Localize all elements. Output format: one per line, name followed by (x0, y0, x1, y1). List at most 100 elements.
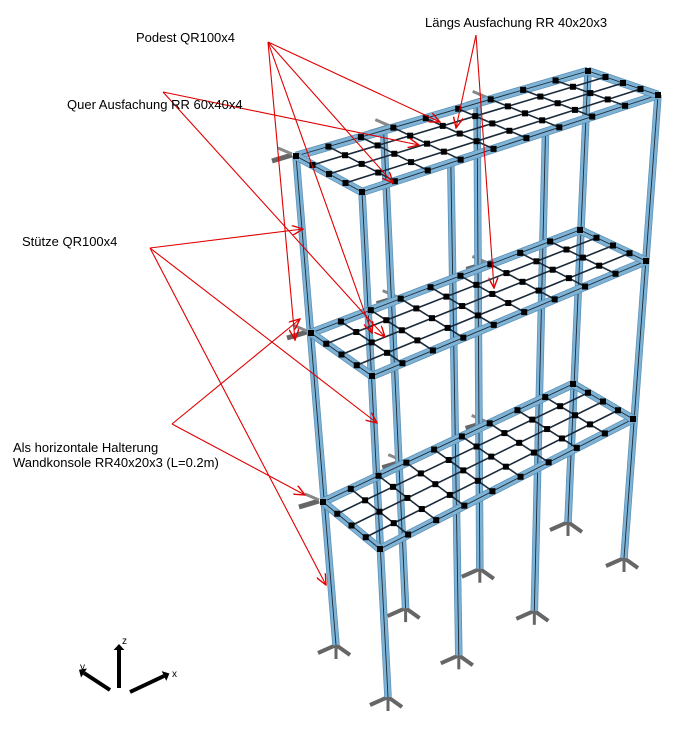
node (391, 150, 398, 157)
node (457, 156, 464, 163)
node (545, 459, 552, 466)
node (358, 160, 365, 167)
annotation-arrow (267, 41, 295, 340)
node (612, 270, 619, 277)
node (473, 443, 480, 450)
node (579, 254, 586, 261)
node (357, 134, 364, 141)
node (375, 472, 382, 479)
beam-front-axis (379, 418, 634, 550)
annotation-arrow (162, 91, 385, 337)
axis-label-z: z (122, 636, 127, 647)
node (374, 142, 381, 149)
node (362, 497, 369, 504)
longitudinal-infill (336, 392, 589, 515)
node (460, 467, 467, 474)
node (556, 124, 563, 131)
wall-console-icon (298, 492, 320, 510)
label-halterung-line1: Als horizontale Halterung (13, 440, 159, 455)
label-halterung-line2: Wandkonsole RR40x20x3 (L=0.2m) (13, 455, 219, 470)
node (489, 120, 496, 127)
longitudinal-infill (312, 76, 606, 166)
node (407, 132, 414, 139)
node (429, 347, 436, 354)
beam-back (309, 226, 582, 337)
node (432, 481, 439, 488)
beam-back-axis (310, 229, 581, 334)
node (522, 110, 528, 117)
column-front-1 (358, 191, 392, 698)
node (506, 127, 513, 134)
wall-console-icon (271, 146, 293, 164)
node (455, 105, 462, 112)
longitudinal-infill (365, 409, 619, 538)
node (489, 488, 496, 495)
support-legs (439, 653, 474, 667)
label-laengs-ausfachung: Längs Ausfachung RR 40x20x3 (425, 15, 608, 30)
console-bar (286, 329, 308, 341)
annotation-arrow (267, 41, 372, 333)
node (593, 234, 600, 241)
node (552, 77, 559, 84)
console-bar (298, 498, 320, 510)
column-front-2 (447, 162, 463, 656)
node (622, 102, 629, 109)
node (404, 494, 411, 501)
beam-back (321, 380, 575, 506)
node (458, 433, 465, 440)
node (539, 117, 546, 124)
annotation-arrow (149, 247, 326, 585)
node (544, 426, 551, 433)
axis-triad (78, 644, 170, 694)
node (585, 389, 591, 396)
node (503, 270, 510, 277)
annotation-arrows-layer (149, 34, 494, 585)
longitudinal-infill (356, 252, 630, 366)
support-legs (549, 519, 584, 534)
longitudinal-infill (345, 88, 641, 184)
node (489, 290, 496, 297)
node (403, 459, 410, 466)
node (519, 278, 526, 285)
annotation-arrow (475, 34, 494, 288)
node (456, 130, 463, 137)
node (529, 416, 536, 423)
column-back-1-axis (295, 155, 337, 646)
beam-front (370, 257, 648, 380)
node (601, 430, 608, 437)
axis-z-arrow-head (113, 644, 125, 650)
node (572, 412, 579, 419)
beam-front-axis (371, 260, 647, 377)
label-podest: Podest QR100x4 (136, 30, 236, 45)
node (375, 169, 382, 176)
node (368, 339, 375, 346)
node (429, 315, 435, 322)
axis-x-arrow (129, 674, 165, 694)
node (444, 324, 451, 331)
node (558, 435, 565, 442)
node (517, 473, 524, 480)
beam-back (294, 66, 590, 161)
node (557, 403, 564, 410)
support-legs (605, 555, 640, 570)
node (514, 407, 521, 414)
console-flange (472, 89, 488, 99)
node (577, 227, 583, 233)
node (342, 180, 349, 186)
node (414, 337, 421, 344)
node (384, 349, 391, 356)
node (535, 287, 542, 294)
annotation-arrow (267, 41, 393, 183)
node (587, 90, 594, 97)
longitudinal-infill (341, 244, 614, 356)
node (348, 522, 355, 529)
node (325, 143, 332, 150)
node (551, 296, 558, 303)
node (369, 373, 375, 379)
console-flange (374, 118, 390, 128)
node (353, 328, 360, 335)
node (391, 178, 398, 185)
node (427, 284, 434, 291)
axis-y-arrow (82, 671, 112, 692)
support-legs (515, 608, 550, 623)
